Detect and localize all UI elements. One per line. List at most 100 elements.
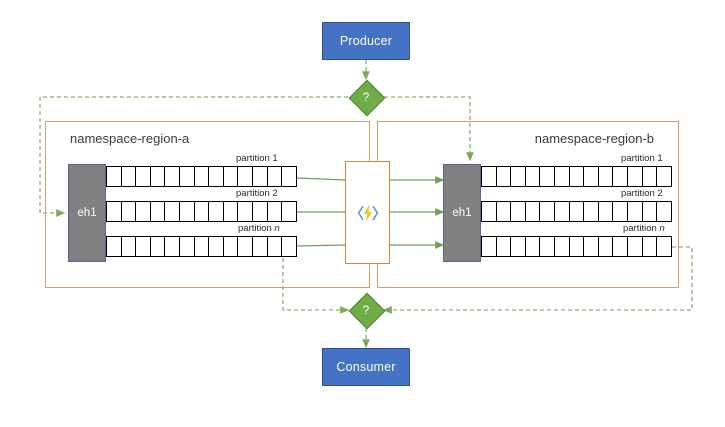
- consumer-label: Consumer: [336, 360, 396, 374]
- event-hub-region-a-label: eh1: [77, 207, 97, 219]
- partition-cell: [495, 201, 511, 222]
- partition-row-b-1[interactable]: [481, 166, 672, 187]
- partition-label-a-2: partition 2: [236, 188, 278, 199]
- partition-cell: [539, 201, 555, 222]
- partition-cell: [656, 236, 672, 257]
- partition-cell: [554, 236, 569, 257]
- partition-cell: [656, 166, 672, 187]
- partition-cell: [120, 201, 136, 222]
- partition-cell: [179, 236, 194, 257]
- partition-label-b-1: partition 1: [621, 153, 663, 164]
- partition-cell: [554, 201, 569, 222]
- partition-cell: [481, 201, 496, 222]
- event-hub-region-a[interactable]: eh1: [68, 164, 106, 262]
- event-hub-region-b-label: eh1: [452, 207, 472, 219]
- partition-cell: [641, 236, 657, 257]
- partition-cell: [583, 201, 598, 222]
- replication-function-box[interactable]: [345, 161, 390, 264]
- partition-cell: [120, 166, 136, 187]
- partition-cell: [627, 166, 642, 187]
- partition-cell: [222, 166, 238, 187]
- partition-cell: [583, 236, 598, 257]
- connector-region-b-to-consumer-decision: [382, 246, 693, 314]
- partition-cell: [597, 166, 613, 187]
- partition-cell: [237, 236, 253, 257]
- partition-row-a-1[interactable]: [106, 166, 297, 187]
- partition-cell: [237, 166, 253, 187]
- partition-row-a-2[interactable]: [106, 201, 297, 222]
- partition-cell: [135, 201, 150, 222]
- partition-row-a-n[interactable]: [106, 236, 297, 257]
- partition-cell: [568, 201, 584, 222]
- partition-cell: [641, 201, 657, 222]
- partition-cell: [281, 236, 297, 257]
- partition-label-a-1: partition 1: [236, 153, 278, 164]
- producer-label: Producer: [339, 34, 393, 48]
- partition-label-a-n: partition n: [238, 223, 280, 234]
- partition-label-a-n-text: partition n: [238, 223, 280, 234]
- partition-cell: [597, 236, 613, 257]
- routing-decision-top-label: ?: [362, 90, 370, 104]
- azure-function-lightning-icon: [357, 203, 378, 222]
- partition-cell: [266, 236, 282, 257]
- partition-row-b-2[interactable]: [481, 201, 672, 222]
- namespace-region-b-title: namespace-region-b: [534, 131, 654, 146]
- partition-cell: [179, 166, 194, 187]
- partition-label-b-2: partition 2: [621, 188, 663, 199]
- partition-cell: [193, 201, 209, 222]
- connector-decision-to-region-b: [384, 96, 474, 162]
- partition-cell: [612, 201, 628, 222]
- namespace-region-a-title: namespace-region-a: [70, 131, 190, 146]
- partition-cell: [120, 236, 136, 257]
- partition-cell: [193, 166, 209, 187]
- partition-cell: [149, 166, 165, 187]
- partition-cell: [106, 236, 121, 257]
- partition-cell: [222, 201, 238, 222]
- partition-cell: [252, 236, 267, 257]
- partition-cell: [612, 236, 628, 257]
- partition-cell: [106, 201, 121, 222]
- partition-cell: [135, 236, 150, 257]
- partition-cell: [510, 236, 525, 257]
- partition-cell: [208, 166, 223, 187]
- partition-cell: [281, 201, 297, 222]
- partition-row-b-n[interactable]: [481, 236, 672, 257]
- connector-partition-a1-to-function: [296, 177, 346, 181]
- partition-cell: [252, 166, 267, 187]
- partition-cell: [266, 201, 282, 222]
- partition-cell: [222, 236, 238, 257]
- partition-cell: [179, 201, 194, 222]
- partition-cell: [539, 166, 555, 187]
- connector-region-a-to-consumer-decision: [282, 258, 350, 314]
- partition-label-b-n: partition n: [623, 223, 665, 234]
- partition-cell: [583, 166, 598, 187]
- partition-cell: [627, 236, 642, 257]
- partition-cell: [237, 201, 253, 222]
- partition-cell: [164, 201, 180, 222]
- partition-cell: [252, 201, 267, 222]
- partition-cell: [627, 201, 642, 222]
- partition-cell: [568, 236, 584, 257]
- partition-cell: [135, 166, 150, 187]
- consumer-box[interactable]: Consumer: [322, 348, 410, 386]
- partition-cell: [524, 236, 540, 257]
- partition-cell: [266, 166, 282, 187]
- producer-box[interactable]: Producer: [322, 22, 410, 60]
- routing-decision-top[interactable]: ?: [348, 79, 386, 117]
- event-hub-region-b[interactable]: eh1: [443, 164, 481, 262]
- partition-cell: [597, 201, 613, 222]
- partition-cell: [164, 166, 180, 187]
- partition-cell: [281, 166, 297, 187]
- partition-label-b-n-text: partition n: [623, 223, 665, 234]
- partition-cell: [554, 166, 569, 187]
- partition-cell: [568, 166, 584, 187]
- routing-decision-bottom-label: ?: [362, 303, 370, 317]
- partition-cell: [164, 236, 180, 257]
- partition-cell: [524, 201, 540, 222]
- partition-cell: [106, 166, 121, 187]
- partition-cell: [481, 166, 496, 187]
- routing-decision-bottom[interactable]: ?: [348, 292, 386, 330]
- connector-partition-an-to-function: [296, 244, 346, 247]
